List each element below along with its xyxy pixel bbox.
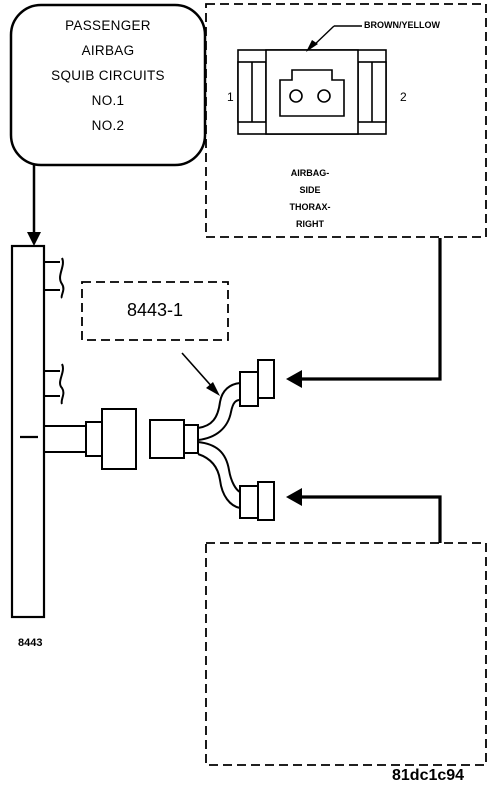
callout-line-1: PASSENGER <box>65 18 151 33</box>
tool-label: 8443 <box>18 637 43 649</box>
adapter-plug-upper <box>239 359 275 407</box>
pin-2-label: 2 <box>400 90 407 104</box>
adapter-pointer <box>181 352 215 390</box>
callout-line-5: NO.2 <box>91 118 125 133</box>
tool-8443-body <box>10 244 46 619</box>
connector-name-line-1: AIRBAG- <box>290 168 330 178</box>
bottom-connector-box <box>205 542 487 766</box>
adapter-label: 8443-1 <box>126 300 184 320</box>
adapter-plug-lower <box>239 481 275 521</box>
adapter-connector-socket <box>149 419 199 459</box>
top-connector-box <box>205 3 487 238</box>
connection-arrow-bottom <box>300 495 442 543</box>
adapter-label-box <box>81 281 229 341</box>
wire-color-label: BROWN/YELLOW <box>364 20 440 30</box>
connector-name-line-2: SIDE <box>299 185 321 195</box>
callout-text: PASSENGER AIRBAG SQUIB CIRCUITS NO.1 NO.… <box>11 18 205 148</box>
callout-box <box>9 3 207 167</box>
connector-name: AIRBAG- SIDE THORAX- RIGHT <box>270 165 350 233</box>
connector-name-line-4: RIGHT <box>296 219 324 229</box>
tool-pigtail-middle <box>44 363 65 405</box>
callout-line-3: SQUIB CIRCUITS <box>51 68 165 83</box>
adapter-branch-lower <box>197 441 241 509</box>
pin-1-label: 1 <box>227 90 234 104</box>
callout-line-4: NO.1 <box>91 93 125 108</box>
side-thorax-connector <box>237 49 387 135</box>
callout-line-2: AIRBAG <box>81 43 135 58</box>
connector-name-line-3: THORAX- <box>289 202 331 212</box>
adapter-branch-upper <box>197 382 241 441</box>
connection-arrow-top <box>300 238 442 381</box>
tool-pigtail-upper <box>44 257 65 299</box>
tool-connector-plug <box>85 408 137 470</box>
figure-id: 81dc1c94 <box>392 767 465 784</box>
